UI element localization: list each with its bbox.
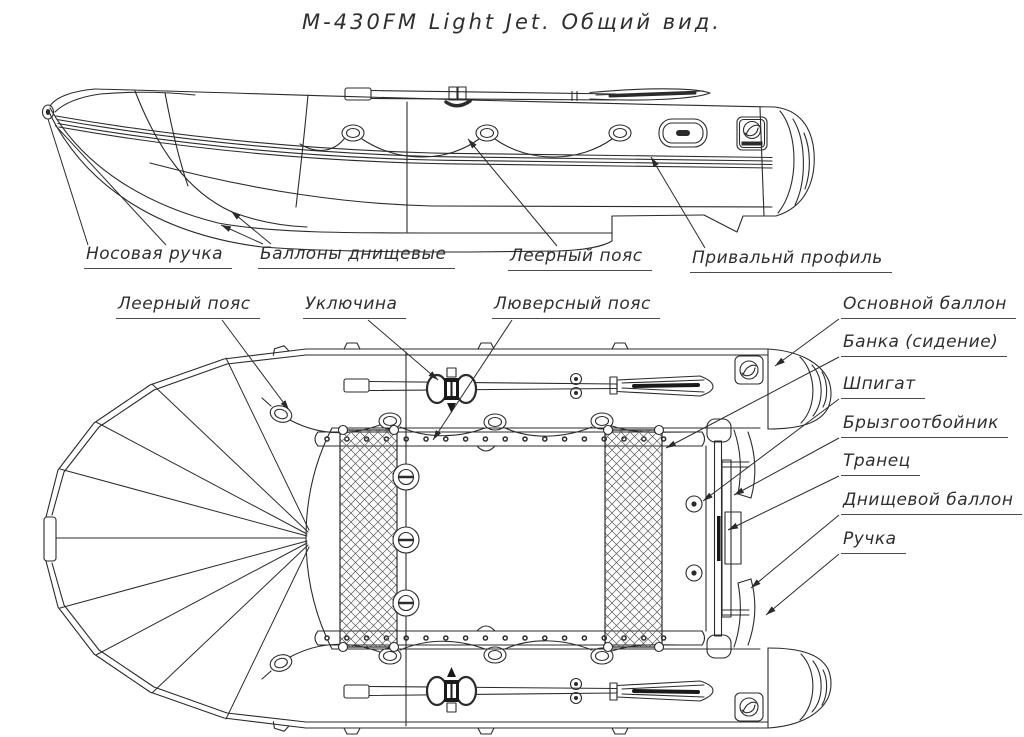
leader-lines	[47, 118, 840, 616]
bottom-tubes	[47, 107, 777, 253]
transom	[706, 418, 750, 659]
callout-splash-guard: Брызгоотбойник	[841, 413, 1008, 438]
top-lifeline-upper	[261, 397, 689, 437]
bow-seams	[55, 357, 310, 720]
brand-logo-badge-top-lower	[734, 692, 764, 722]
oarlock-lower	[425, 667, 478, 713]
scupper-holes	[685, 495, 703, 582]
callout-stern-handle: Ручка	[841, 529, 906, 554]
oar-lower	[343, 667, 714, 713]
stern-cone-side	[759, 106, 815, 217]
oarlock-upper	[425, 367, 478, 413]
callout-transom: Транец	[841, 451, 920, 476]
callout-bottom-tube: Днищевой баллон	[841, 490, 1023, 515]
callout-bottom-tubes: Баллоны днищевые	[258, 244, 456, 269]
callout-seat: Банка (сидение)	[841, 332, 1008, 357]
brand-logo-badge-side	[736, 116, 768, 151]
callout-main-tube: Основной баллон	[841, 294, 1016, 319]
callout-rub-rail: Привальнй профиль	[690, 248, 892, 273]
seat-boards	[337, 424, 665, 653]
callout-grommet-belt: Люверсный пояс	[492, 294, 660, 319]
callout-lifeline-side: Леерный пояс	[508, 246, 652, 271]
side-lifeline	[299, 124, 632, 158]
callout-oarlock: Уключина	[303, 294, 407, 319]
bow-handle-top	[43, 516, 57, 562]
stowed-oar-side	[344, 86, 711, 108]
callout-bow-handle: Носовая ручка	[84, 244, 233, 269]
oar-upper	[343, 367, 714, 413]
callout-lifeline-top: Леерный пояс	[116, 294, 260, 319]
side-view-drawing	[41, 86, 815, 253]
top-view-drawing	[43, 342, 832, 735]
drawing-title: М-430FM Light Jet. Общий вид.	[302, 10, 722, 34]
side-carry-handle	[658, 118, 708, 148]
brand-logo-badge-top-upper	[734, 355, 764, 385]
stern-cone-top-lower	[767, 647, 832, 729]
top-lifeline-lower	[261, 640, 689, 680]
edge-tabs	[272, 342, 629, 735]
floor-screws	[392, 463, 420, 617]
rub-rail	[55, 115, 773, 169]
callout-scupper: Шпигат	[841, 374, 925, 399]
